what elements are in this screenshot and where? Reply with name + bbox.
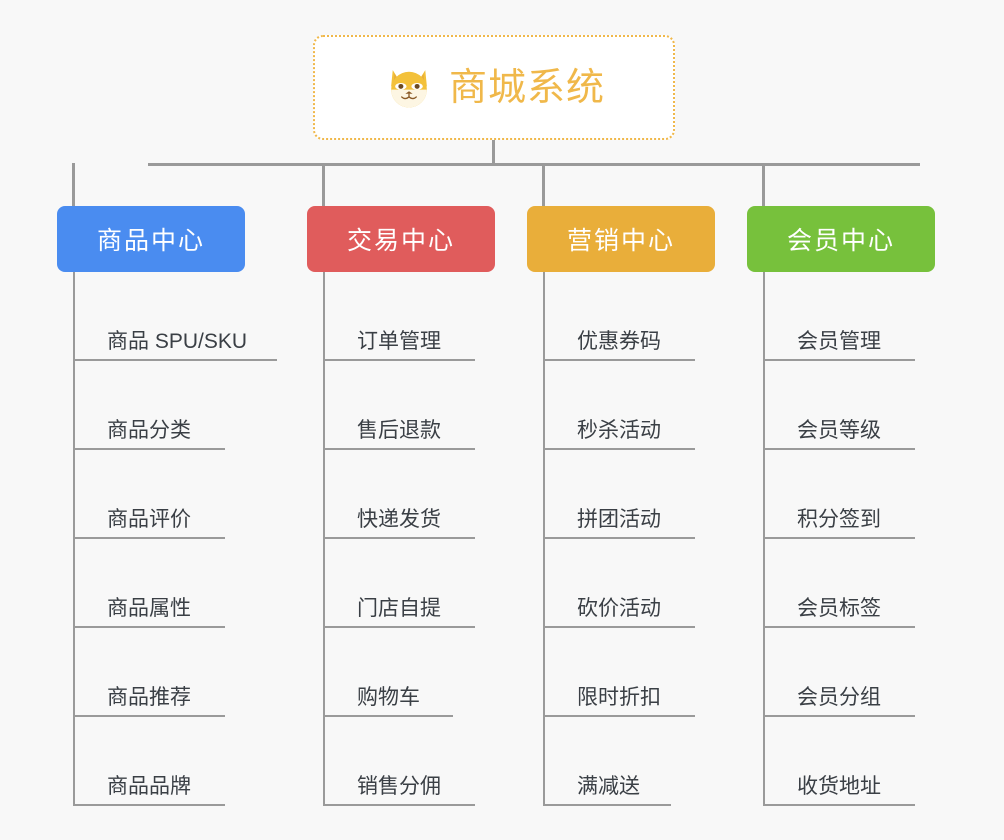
leaf-item[interactable]: 拼团活动 bbox=[527, 450, 715, 539]
leaf-item-label: 会员标签 bbox=[797, 597, 881, 620]
leaf-item[interactable]: 会员标签 bbox=[747, 539, 935, 628]
leaf-item-underline bbox=[73, 359, 277, 361]
leaf-item-underline bbox=[323, 626, 475, 628]
leaf-item-underline bbox=[543, 626, 695, 628]
leaf-item[interactable]: 会员分组 bbox=[747, 628, 935, 717]
leaf-item-label: 满减送 bbox=[577, 775, 640, 798]
leaf-item[interactable]: 商品推荐 bbox=[57, 628, 245, 717]
leaf-item[interactable]: 商品评价 bbox=[57, 450, 245, 539]
connector-drop-4 bbox=[762, 163, 765, 208]
leaf-item-underline bbox=[73, 626, 225, 628]
column-marketing-center: 营销中心优惠券码秒杀活动拼团活动砍价活动限时折扣满减送 bbox=[527, 206, 715, 806]
leaf-item-underline bbox=[73, 804, 225, 806]
connector-drop-1 bbox=[72, 163, 75, 208]
leaf-item-underline bbox=[323, 448, 475, 450]
category-header-member-center[interactable]: 会员中心 bbox=[747, 206, 935, 272]
connector-root-stem bbox=[492, 140, 495, 165]
leaf-item-underline bbox=[763, 626, 915, 628]
column-member-center: 会员中心会员管理会员等级积分签到会员标签会员分组收货地址 bbox=[747, 206, 935, 806]
leaf-item[interactable]: 秒杀活动 bbox=[527, 361, 715, 450]
branch-trade-center: 订单管理售后退款快递发货门店自提购物车销售分佣 bbox=[307, 272, 495, 806]
leaf-item-label: 砍价活动 bbox=[577, 597, 661, 620]
column-product-center: 商品中心商品 SPU/SKU 商品分类商品评价商品属性商品推荐商品品牌 bbox=[57, 206, 277, 806]
leaf-item[interactable]: 限时折扣 bbox=[527, 628, 715, 717]
leaf-item-underline bbox=[543, 448, 695, 450]
leaf-item-label: 商品品牌 bbox=[107, 775, 191, 798]
leaf-item-label: 会员管理 bbox=[797, 330, 881, 353]
leaf-item-label: 购物车 bbox=[357, 686, 420, 709]
leaf-item[interactable]: 销售分佣 bbox=[307, 717, 495, 806]
category-header-marketing-center[interactable]: 营销中心 bbox=[527, 206, 715, 272]
leaf-item[interactable]: 商品品牌 bbox=[57, 717, 245, 806]
dog-face-icon bbox=[383, 62, 435, 114]
root-title: 商城系统 bbox=[448, 66, 605, 109]
leaf-item-underline bbox=[323, 804, 475, 806]
leaf-item-label: 商品推荐 bbox=[107, 686, 191, 709]
leaf-item-label: 优惠券码 bbox=[577, 330, 661, 353]
leaf-item-label: 收货地址 bbox=[797, 775, 881, 798]
leaf-item[interactable]: 满减送 bbox=[527, 717, 715, 806]
leaf-item-label: 商品评价 bbox=[107, 508, 191, 531]
leaf-item-label: 秒杀活动 bbox=[577, 419, 661, 442]
leaf-item-label: 会员等级 bbox=[797, 419, 881, 442]
connector-drop-3 bbox=[542, 163, 545, 208]
leaf-item[interactable]: 收货地址 bbox=[747, 717, 935, 806]
leaf-item-underline bbox=[323, 359, 475, 361]
category-header-trade-center[interactable]: 交易中心 bbox=[307, 206, 495, 272]
leaf-item-label: 订单管理 bbox=[357, 330, 441, 353]
column-trade-center: 交易中心订单管理售后退款快递发货门店自提购物车销售分佣 bbox=[307, 206, 495, 806]
leaf-item[interactable]: 售后退款 bbox=[307, 361, 495, 450]
leaf-item-label: 限时折扣 bbox=[577, 686, 661, 709]
leaf-item-underline bbox=[763, 448, 915, 450]
leaf-item-underline bbox=[543, 359, 695, 361]
branch-marketing-center: 优惠券码秒杀活动拼团活动砍价活动限时折扣满减送 bbox=[527, 272, 715, 806]
leaf-item-underline bbox=[543, 715, 695, 717]
leaf-item[interactable]: 商品属性 bbox=[57, 539, 245, 628]
leaf-item-underline bbox=[323, 715, 453, 717]
leaf-item-underline bbox=[73, 448, 225, 450]
leaf-item-label: 销售分佣 bbox=[357, 775, 441, 798]
leaf-item[interactable]: 会员管理 bbox=[747, 272, 935, 361]
leaf-item[interactable]: 订单管理 bbox=[307, 272, 495, 361]
branch-trunk-line bbox=[73, 272, 75, 806]
leaf-item[interactable]: 快递发货 bbox=[307, 450, 495, 539]
leaf-item-label: 商品属性 bbox=[107, 597, 191, 620]
leaf-item[interactable]: 购物车 bbox=[307, 628, 495, 717]
leaf-item-underline bbox=[73, 715, 225, 717]
leaf-item-label: 会员分组 bbox=[797, 686, 881, 709]
leaf-item-underline bbox=[763, 804, 915, 806]
leaf-item-label: 售后退款 bbox=[357, 419, 441, 442]
leaf-item-underline bbox=[543, 537, 695, 539]
leaf-item[interactable]: 门店自提 bbox=[307, 539, 495, 628]
branch-trunk-line bbox=[543, 272, 545, 806]
leaf-item-label: 快递发货 bbox=[357, 508, 441, 531]
leaf-item[interactable]: 会员等级 bbox=[747, 361, 935, 450]
branch-trunk-line bbox=[763, 272, 765, 806]
leaf-item-label: 商品 SPU/SKU bbox=[107, 330, 248, 353]
leaf-item-underline bbox=[543, 804, 671, 806]
leaf-item[interactable]: 商品分类 bbox=[57, 361, 245, 450]
branch-product-center: 商品 SPU/SKU 商品分类商品评价商品属性商品推荐商品品牌 bbox=[57, 272, 277, 806]
leaf-item[interactable]: 商品 SPU/SKU bbox=[57, 272, 277, 361]
leaf-item-label: 拼团活动 bbox=[577, 508, 661, 531]
leaf-item-label: 门店自提 bbox=[357, 597, 441, 620]
leaf-item-underline bbox=[763, 359, 915, 361]
leaf-item[interactable]: 砍价活动 bbox=[527, 539, 715, 628]
leaf-item-label: 商品分类 bbox=[107, 419, 191, 442]
category-header-product-center[interactable]: 商品中心 bbox=[57, 206, 245, 272]
branch-member-center: 会员管理会员等级积分签到会员标签会员分组收货地址 bbox=[747, 272, 935, 806]
leaf-item-underline bbox=[73, 537, 225, 539]
leaf-item-underline bbox=[763, 537, 915, 539]
connector-drop-2 bbox=[322, 163, 325, 208]
leaf-item-label: 积分签到 bbox=[797, 508, 881, 531]
leaf-item-underline bbox=[763, 715, 915, 717]
root-node[interactable]: 商城系统 bbox=[313, 35, 675, 140]
leaf-item-underline bbox=[323, 537, 475, 539]
connector-horizontal-bar bbox=[148, 163, 920, 166]
branch-trunk-line bbox=[323, 272, 325, 806]
leaf-item[interactable]: 优惠券码 bbox=[527, 272, 715, 361]
leaf-item[interactable]: 积分签到 bbox=[747, 450, 935, 539]
